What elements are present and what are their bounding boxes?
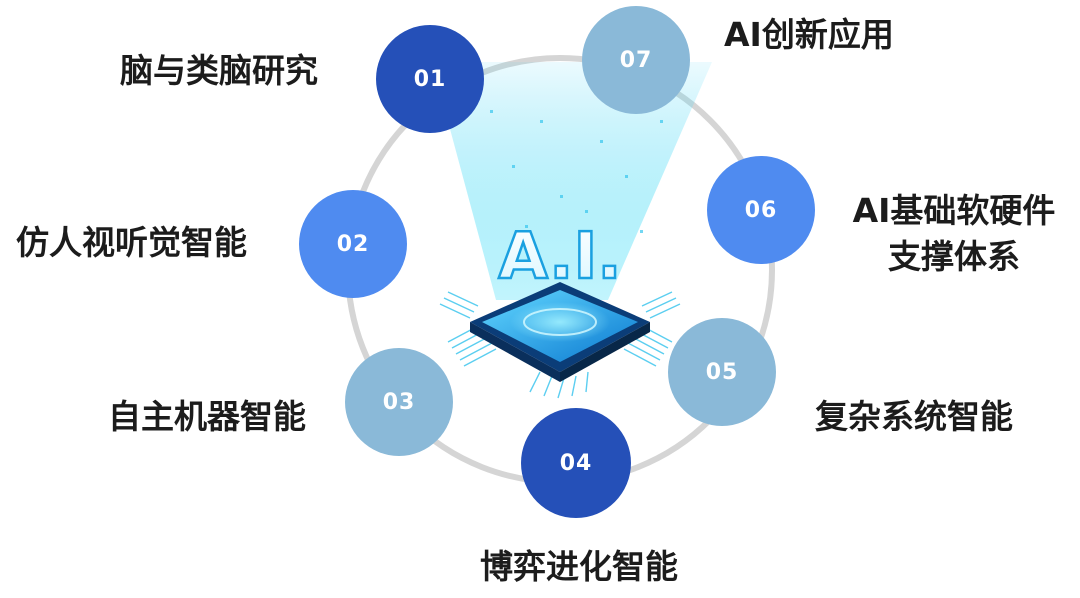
circuit-traces xyxy=(439,291,681,399)
node-07: 07 xyxy=(582,6,690,114)
label-03: 自主机器智能 xyxy=(108,397,306,436)
node-02: 02 xyxy=(299,190,407,298)
label-01: 脑与类脑研究 xyxy=(120,51,318,90)
node-01: 01 xyxy=(376,25,484,133)
label-05: 复杂系统智能 xyxy=(815,397,1013,436)
node-03: 03 xyxy=(345,348,453,456)
label-07: AI创新应用 xyxy=(724,15,894,54)
center-ai-text: A.I. xyxy=(498,220,621,294)
label-06-line1: AI基础软硬件 xyxy=(852,191,1056,230)
beam-particles xyxy=(490,110,663,233)
light-beam-icon xyxy=(432,62,712,300)
label-06: AI基础软硬件 支撑体系 xyxy=(842,188,1066,280)
node-06: 06 xyxy=(707,156,815,264)
label-02: 仿人视听觉智能 xyxy=(16,223,247,262)
label-06-line2: 支撑体系 xyxy=(888,237,1020,276)
label-04: 博弈进化智能 xyxy=(480,547,678,586)
node-05: 05 xyxy=(668,318,776,426)
ai-chip-icon xyxy=(470,282,650,382)
node-04: 04 xyxy=(521,408,631,518)
